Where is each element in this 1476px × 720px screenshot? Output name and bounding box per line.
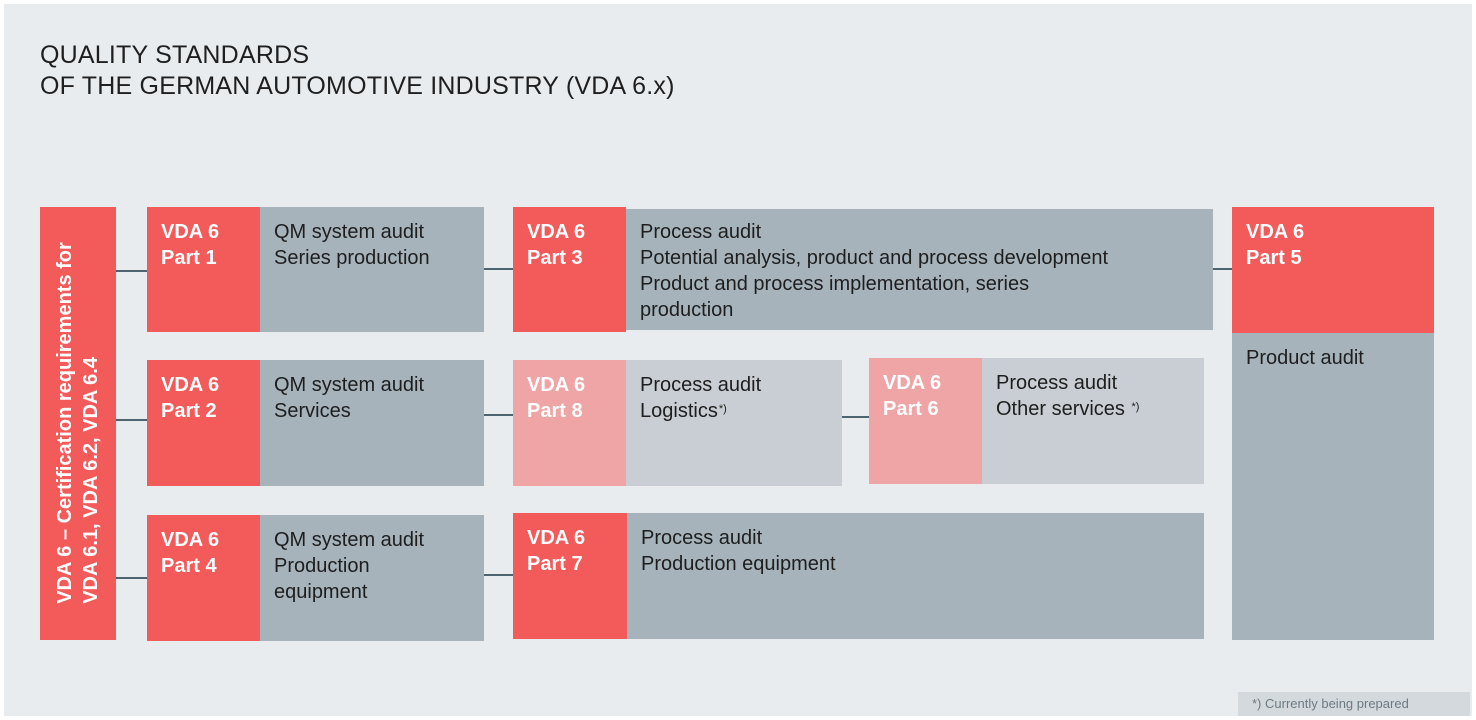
part7-description: Process audit Production equipment — [627, 513, 1204, 639]
part1-description: QM system audit Series production — [260, 207, 484, 332]
part4-code: VDA 6 Part 4 — [147, 515, 260, 641]
connector-part1-to-part3 — [484, 268, 513, 270]
part4-description: QM system audit Production equipment — [260, 515, 484, 641]
connector-part3-to-part5 — [1213, 268, 1232, 270]
part3-description: Process audit Potential analysis, produc… — [626, 209, 1213, 330]
part5-code: VDA 6 Part 5 — [1232, 207, 1434, 333]
connector-bar-to-part1 — [116, 270, 147, 272]
certification-requirements-label: VDA 6 – Certification requirements for V… — [52, 242, 104, 604]
connector-part2-to-part8 — [484, 414, 513, 416]
part2-description: QM system audit Services — [260, 360, 484, 486]
page-title: QUALITY STANDARDS OF THE GERMAN AUTOMOTI… — [40, 40, 675, 102]
title-line-1: QUALITY STANDARDS — [40, 41, 310, 69]
connector-bar-to-part4 — [116, 577, 147, 579]
certification-line-2: VDA 6.1, VDA 6.2, VDA 6.4 — [80, 357, 102, 604]
part1-code: VDA 6 Part 1 — [147, 207, 260, 332]
part3-code: VDA 6 Part 3 — [513, 207, 626, 332]
connector-bar-to-part2 — [116, 419, 147, 421]
part6-code: VDA 6 Part 6 — [869, 358, 982, 484]
footnote: *) Currently being prepared — [1238, 692, 1470, 716]
part6-description: Process audit Other services *) — [982, 358, 1204, 484]
part8-code: VDA 6 Part 8 — [513, 360, 626, 486]
part8-description: Process audit Logistics*) — [626, 360, 842, 486]
part2-code: VDA 6 Part 2 — [147, 360, 260, 486]
connector-part8-to-part6 — [842, 416, 869, 418]
in-preparation-marker: *) — [1131, 401, 1140, 413]
certification-requirements-bar — [40, 207, 116, 640]
certification-line-1: VDA 6 – Certification requirements for — [54, 242, 76, 604]
in-preparation-marker: *) — [718, 403, 727, 415]
title-line-2: OF THE GERMAN AUTOMOTIVE INDUSTRY (VDA 6… — [40, 72, 675, 100]
connector-part4-to-part7 — [484, 574, 513, 576]
part7-code: VDA 6 Part 7 — [513, 513, 627, 639]
part5-description: Product audit — [1232, 333, 1434, 640]
